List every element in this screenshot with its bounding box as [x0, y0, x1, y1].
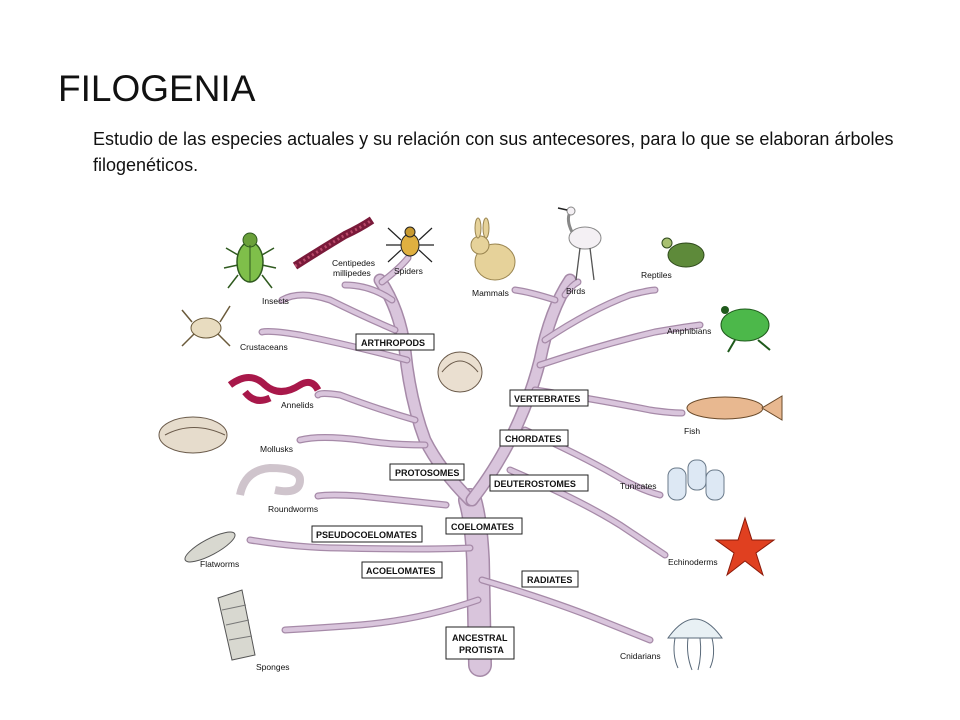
- tunicates-illustration: [667, 459, 725, 501]
- slide-title: FILOGENIA: [58, 68, 256, 109]
- svg-text:ACOELOMATES: ACOELOMATES: [366, 566, 435, 576]
- node-chordates: CHORDATES: [499, 429, 569, 447]
- label-echinoderms: Echinoderms: [668, 557, 718, 567]
- svg-text:PROTOSOMES: PROTOSOMES: [395, 468, 459, 478]
- label-birds: Birds: [566, 286, 585, 296]
- earthworm-illustration: [227, 374, 322, 404]
- twig-sponges: [281, 596, 482, 634]
- label-mollusks: Mollusks: [260, 444, 293, 454]
- label-reptiles: Reptiles: [641, 270, 672, 280]
- node-pseudocoelomates: PSEUDOCOELOMATES: [311, 525, 423, 543]
- label-crustaceans: Crustaceans: [240, 342, 288, 352]
- beetle-illustration: [223, 232, 277, 289]
- svg-text:ANCESTRAL: ANCESTRAL: [452, 633, 508, 643]
- node-deuterostomes: DEUTEROSTOMES: [489, 474, 589, 492]
- crab-illustration: [181, 305, 231, 347]
- label-spiders: Spiders: [394, 266, 423, 276]
- node-coelomates: COELOMATES: [445, 517, 523, 535]
- svg-text:PSEUDOCOELOMATES: PSEUDOCOELOMATES: [316, 530, 417, 540]
- roundworm-illustration: [236, 463, 305, 496]
- svg-text:VERTEBRATES: VERTEBRATES: [514, 394, 580, 404]
- label-fish: Fish: [684, 426, 700, 436]
- sponge-illustration: [217, 589, 256, 661]
- label-centipedes: Centipedes: [332, 258, 375, 268]
- node-protosomes: PROTOSOMES: [389, 463, 465, 481]
- label-cnidarians: Cnidarians: [620, 651, 661, 661]
- svg-text:COELOMATES: COELOMATES: [451, 522, 514, 532]
- svg-text:PROTISTA: PROTISTA: [459, 645, 504, 655]
- jellyfish-illustration: [667, 618, 723, 671]
- centipede-illustration: [292, 216, 375, 270]
- tree-twigs: [246, 254, 704, 644]
- svg-text:RADIATES: RADIATES: [527, 575, 572, 585]
- mollusk-shell-illustration: [158, 416, 228, 454]
- rabbit-illustration: [470, 217, 516, 281]
- label-tunicates: Tunicates: [620, 481, 657, 491]
- node-ancestral-protista: ANCESTRAL PROTISTA: [445, 626, 515, 660]
- clam-shell-illustration: [437, 351, 483, 393]
- bird-illustration: [557, 206, 602, 281]
- starfish-illustration: [714, 516, 776, 577]
- node-acoelomates: ACOELOMATES: [361, 561, 443, 579]
- label-insects: Insects: [262, 296, 289, 306]
- frog-illustration: [720, 306, 771, 353]
- label-millipedes: millipedes: [333, 268, 371, 278]
- flatworm-illustration: [184, 531, 236, 563]
- label-annelids: Annelids: [281, 400, 314, 410]
- spider-illustration: [386, 226, 434, 263]
- fish-illustration: [686, 395, 783, 421]
- svg-text:DEUTEROSTOMES: DEUTEROSTOMES: [494, 479, 576, 489]
- label-roundworms: Roundworms: [268, 504, 318, 514]
- svg-text:ARTHROPODS: ARTHROPODS: [361, 338, 425, 348]
- slide-subtitle: Estudio de las especies actuales y su re…: [93, 129, 894, 175]
- label-amphibians: Amphibians: [667, 326, 711, 336]
- node-vertebrates: VERTEBRATES: [509, 389, 589, 407]
- label-mammals: Mammals: [472, 288, 509, 298]
- svg-text:CHORDATES: CHORDATES: [505, 434, 561, 444]
- node-radiates: RADIATES: [521, 570, 579, 588]
- turtle-illustration: [661, 237, 705, 268]
- node-arthropods: ARTHROPODS: [355, 333, 435, 351]
- label-flatworms: Flatworms: [200, 559, 239, 569]
- label-sponges: Sponges: [256, 662, 290, 672]
